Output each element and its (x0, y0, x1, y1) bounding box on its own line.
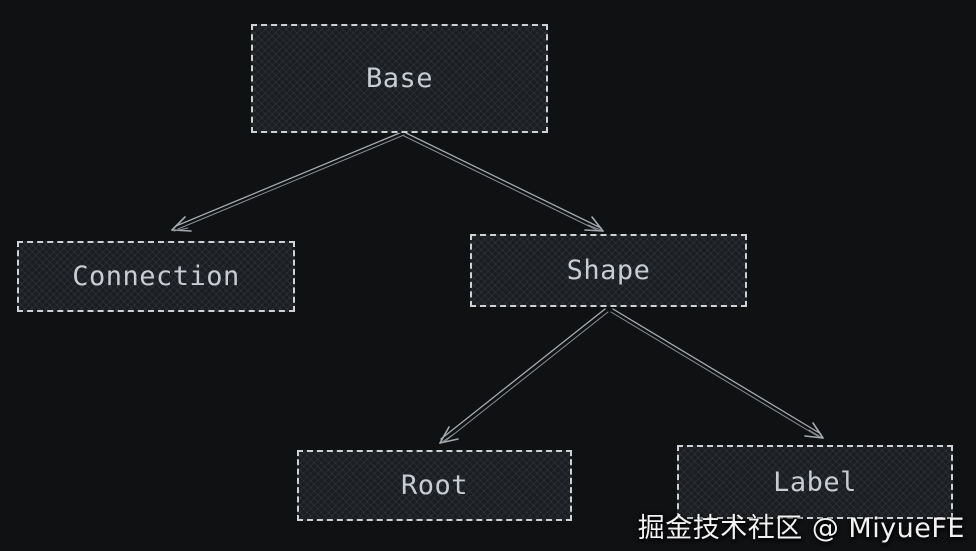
node-root-label: Root (400, 470, 469, 501)
node-root[interactable]: Root (297, 450, 572, 521)
arrow-base-to-connection (171, 131, 405, 232)
node-label[interactable]: Label (677, 445, 953, 519)
node-shape[interactable]: Shape (470, 234, 747, 307)
node-shape-label: Shape (566, 255, 651, 286)
node-base-label: Base (365, 63, 434, 94)
node-connection[interactable]: Connection (17, 241, 295, 312)
arrow-shape-to-label (610, 308, 824, 439)
node-base[interactable]: Base (251, 24, 548, 133)
arrow-base-to-shape (403, 132, 604, 232)
node-label-label: Label (773, 466, 857, 498)
node-connection-label: Connection (72, 261, 240, 292)
watermark-text: 掘金技术社区 @ MiyueFE (637, 513, 965, 544)
arrow-shape-to-root (439, 308, 609, 444)
